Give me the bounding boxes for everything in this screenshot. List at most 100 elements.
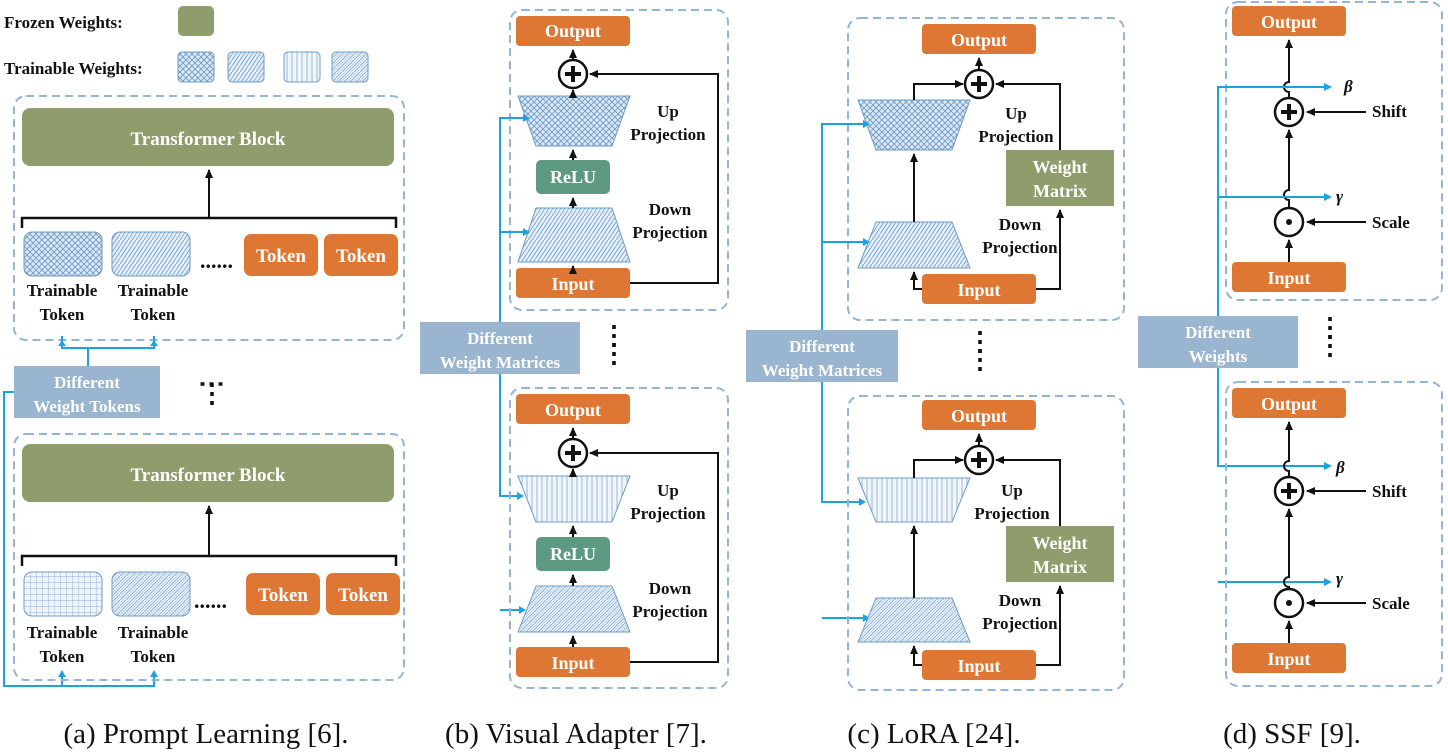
panel-b-selector-l1: Different — [467, 329, 533, 348]
panel-c-down-top-l1: Down — [999, 215, 1042, 234]
panel-a-trainable-bot-2-l2: Token — [131, 647, 176, 666]
panel-d-scale-bottom-label: Scale — [1372, 594, 1410, 613]
panel-b-up-projection-top — [517, 95, 631, 147]
panel-a-trainable-top-1-l1: Trainable — [27, 281, 98, 300]
svg-text:⋮: ⋮ — [601, 339, 627, 368]
panel-d-output-bottom — [1232, 388, 1346, 418]
panel-b-relu-bottom — [536, 537, 610, 571]
panel-c-down-bot-l2: Projection — [982, 614, 1058, 633]
legend-trainable-swatch-2 — [227, 51, 265, 83]
panel-c-up-projection-bottom — [857, 477, 971, 523]
panel-a-top-container — [13, 95, 405, 341]
panel-b-output-top-label: Output — [545, 21, 601, 41]
panel-a-ellipsis-bottom: ...... — [194, 588, 227, 613]
panel-c-weight-matrix-bottom — [1006, 526, 1114, 582]
panel-d-vertical-ellipsis: ⋮ — [1317, 313, 1343, 342]
panel-c-down-top-l2: Projection — [982, 238, 1058, 257]
panel-a-trainable-token-bottom-2 — [111, 571, 191, 617]
panel-c-up-bot-l1: Up — [1001, 481, 1023, 500]
panel-a-trainable-top-1-l2: Token — [40, 305, 85, 324]
panel-b-top-container — [509, 9, 729, 311]
panel-a-token-bottom-2 — [326, 573, 400, 615]
panel-d-shift-top: Shift — [1372, 102, 1407, 121]
panel-c-input-bottom-label: Input — [957, 656, 1000, 676]
panel-d: Output β Shift γ Scale Input Different W… — [1138, 1, 1443, 750]
panel-c-down-bot-l1: Down — [999, 591, 1042, 610]
panel-c: Output Up Projection Weight Matrix Down … — [746, 17, 1125, 750]
panel-d-shift-bottom: Shift — [1372, 482, 1407, 501]
panel-a-trainable-token-top-2 — [111, 231, 191, 277]
panel-b-caption: (b) Visual Adapter [7]. — [445, 718, 707, 750]
panel-c-route — [821, 123, 866, 619]
panel-b-relu-top — [536, 160, 610, 194]
panel-a-trainable-bot-1-l1: Trainable — [27, 623, 98, 642]
panel-c-up-bot-l2: Projection — [974, 504, 1050, 523]
panel-d-bottom-container — [1225, 381, 1443, 687]
panel-b-down-top-l2: Projection — [632, 223, 708, 242]
panel-c-output-bottom — [922, 400, 1036, 430]
legend-trainable-swatch-4 — [331, 51, 369, 83]
panel-a-trainable-top-2-l2: Token — [131, 305, 176, 324]
panel-b-up-top-l1: Up — [657, 102, 679, 121]
panel-a: Transformer Block ...... Token Token Tra… — [3, 95, 405, 750]
panel-b-down-projection-top — [517, 207, 631, 263]
panel-a-token-top-2 — [324, 234, 398, 276]
panel-c-bottom-container — [847, 395, 1125, 691]
panel-d-selector-l1: Different — [1185, 323, 1251, 342]
panel-c-weight-top-l1: Weight — [1032, 157, 1087, 177]
panel-c-up-projection-top — [857, 99, 971, 151]
panel-a-trainable-token-top-1 — [23, 231, 103, 277]
legend-frozen-label: Frozen Weights: — [4, 13, 123, 32]
panel-b-input-top-label: Input — [551, 274, 594, 294]
legend-frozen-swatch — [178, 6, 214, 36]
panel-d-input-top-label: Input — [1267, 268, 1310, 288]
panel-c-weight-bot-l2: Matrix — [1033, 557, 1087, 577]
panel-c-caption: (c) LoRA [24]. — [847, 718, 1020, 750]
panel-d-gamma-top: γ — [1336, 187, 1344, 206]
panel-d-route — [1217, 86, 1324, 583]
panel-a-vertical-ellipsis: ⋮ — [198, 371, 227, 397]
panel-c-up-top-l2: Projection — [978, 127, 1054, 146]
panel-b-bottom-container — [509, 387, 729, 689]
panel-b-relu-top-label: ReLU — [550, 167, 596, 187]
panel-b-input-bottom — [516, 647, 630, 677]
panel-d-beta-bottom: β — [1335, 458, 1345, 477]
panel-c-input-top-label: Input — [957, 280, 1000, 300]
panel-a-transformer-block-bottom-label: Transformer Block — [131, 465, 286, 486]
legend-trainable-label: Trainable Weights: — [4, 59, 143, 78]
panel-b-output-bottom — [516, 394, 630, 424]
panel-d-input-bottom-label: Input — [1267, 649, 1310, 669]
panel-c-down-projection-bottom — [857, 597, 971, 643]
panel-a-token-bottom-1 — [246, 573, 320, 615]
panel-c-weight-bot-l1: Weight — [1032, 533, 1087, 553]
panel-b-up-projection-bottom — [517, 475, 631, 523]
panel-d-input-bottom — [1232, 643, 1346, 673]
panel-c-output-top — [922, 24, 1036, 54]
legend-trainable-swatch-1 — [177, 51, 215, 83]
panel-a-token-top-1-label: Token — [256, 246, 306, 267]
panel-c-input-bottom — [922, 650, 1036, 680]
panel-a-bracket-top — [20, 216, 398, 228]
panel-a-trainable-bot-1-l2: Token — [40, 647, 85, 666]
panel-d-gamma-bottom: γ — [1336, 569, 1344, 588]
panel-a-transformer-block-bottom — [22, 444, 394, 502]
panel-b-input-top — [516, 268, 630, 298]
panel-d-caption: (d) SSF [9]. — [1223, 718, 1361, 750]
panel-d-scale-top-label: Scale — [1372, 213, 1410, 232]
panel-a-ellipsis-top: ...... — [200, 248, 233, 273]
panel-a-trainable-token-bottom-1 — [23, 571, 103, 617]
panel-a-token-bottom-2-label: Token — [338, 585, 388, 606]
panel-c-top-container — [847, 17, 1125, 321]
panel-a-transformer-block-top — [22, 108, 394, 166]
legend-trainable-swatch-3 — [283, 51, 321, 83]
panel-a-token-top-2-label: Token — [336, 246, 386, 267]
svg-text:⋮: ⋮ — [199, 379, 225, 408]
panel-b-up-bot-l2: Projection — [630, 504, 706, 523]
panel-a-trainable-top-2-l1: Trainable — [118, 281, 189, 300]
legend: Frozen Weights: Trainable Weights: — [4, 6, 369, 83]
panel-b-route — [499, 117, 526, 611]
panel-b-down-bot-l1: Down — [649, 579, 692, 598]
panel-a-token-bottom-1-label: Token — [258, 585, 308, 606]
panel-b: Output Up Projection ReLU Down Projectio… — [420, 9, 729, 750]
